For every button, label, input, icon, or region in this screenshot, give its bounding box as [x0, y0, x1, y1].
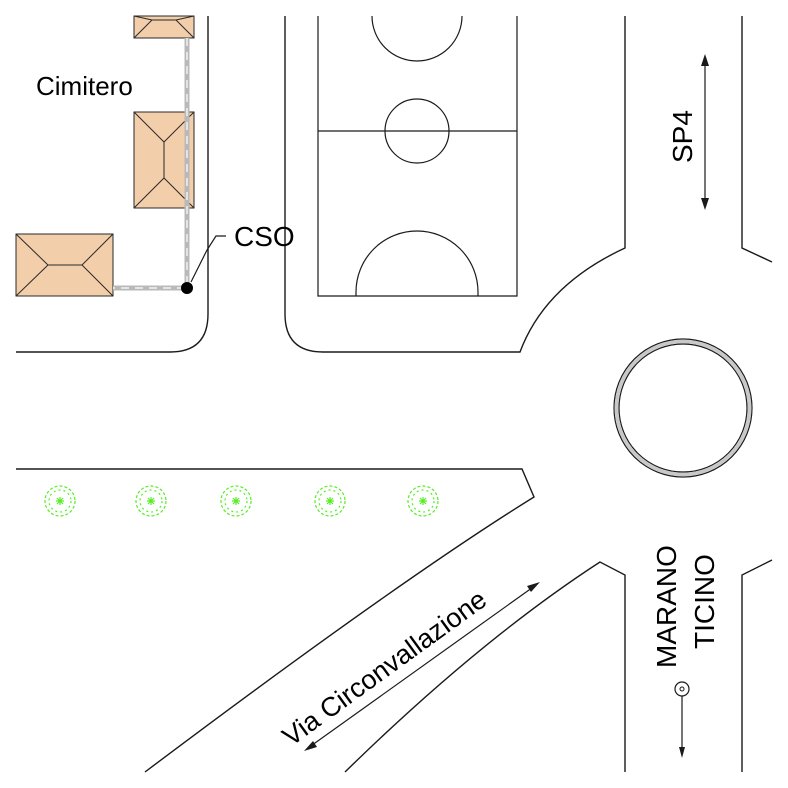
arrow-down-icon — [679, 747, 685, 758]
shrub-icon — [44, 485, 76, 517]
sp4-double-arrow-icon — [701, 54, 709, 210]
cso-label: CSO — [234, 221, 295, 252]
concentric-circle-icon — [674, 681, 690, 697]
shrub-icon — [407, 485, 439, 517]
roundabout — [613, 338, 753, 478]
sp4-label: SP4 — [667, 110, 698, 163]
cso-marker — [181, 235, 226, 294]
shrub-row — [44, 485, 439, 517]
road-edges — [16, 16, 773, 773]
ticino-label: TICINO — [689, 554, 720, 649]
football-pitch — [317, 15, 518, 297]
marano-label: MARANO — [651, 545, 682, 668]
shrub-icon — [135, 485, 167, 517]
via-circonvallazione-arrow-icon — [304, 582, 540, 751]
building-bottom — [15, 233, 114, 297]
building-top — [133, 15, 195, 39]
cemetery-buildings — [15, 15, 195, 297]
building-middle — [133, 111, 195, 209]
town-marker — [674, 681, 690, 758]
shrub-icon — [314, 485, 346, 517]
shrub-icon — [220, 485, 252, 517]
cso-point-icon — [181, 282, 193, 294]
cemetery-label: Cimitero — [36, 71, 133, 101]
